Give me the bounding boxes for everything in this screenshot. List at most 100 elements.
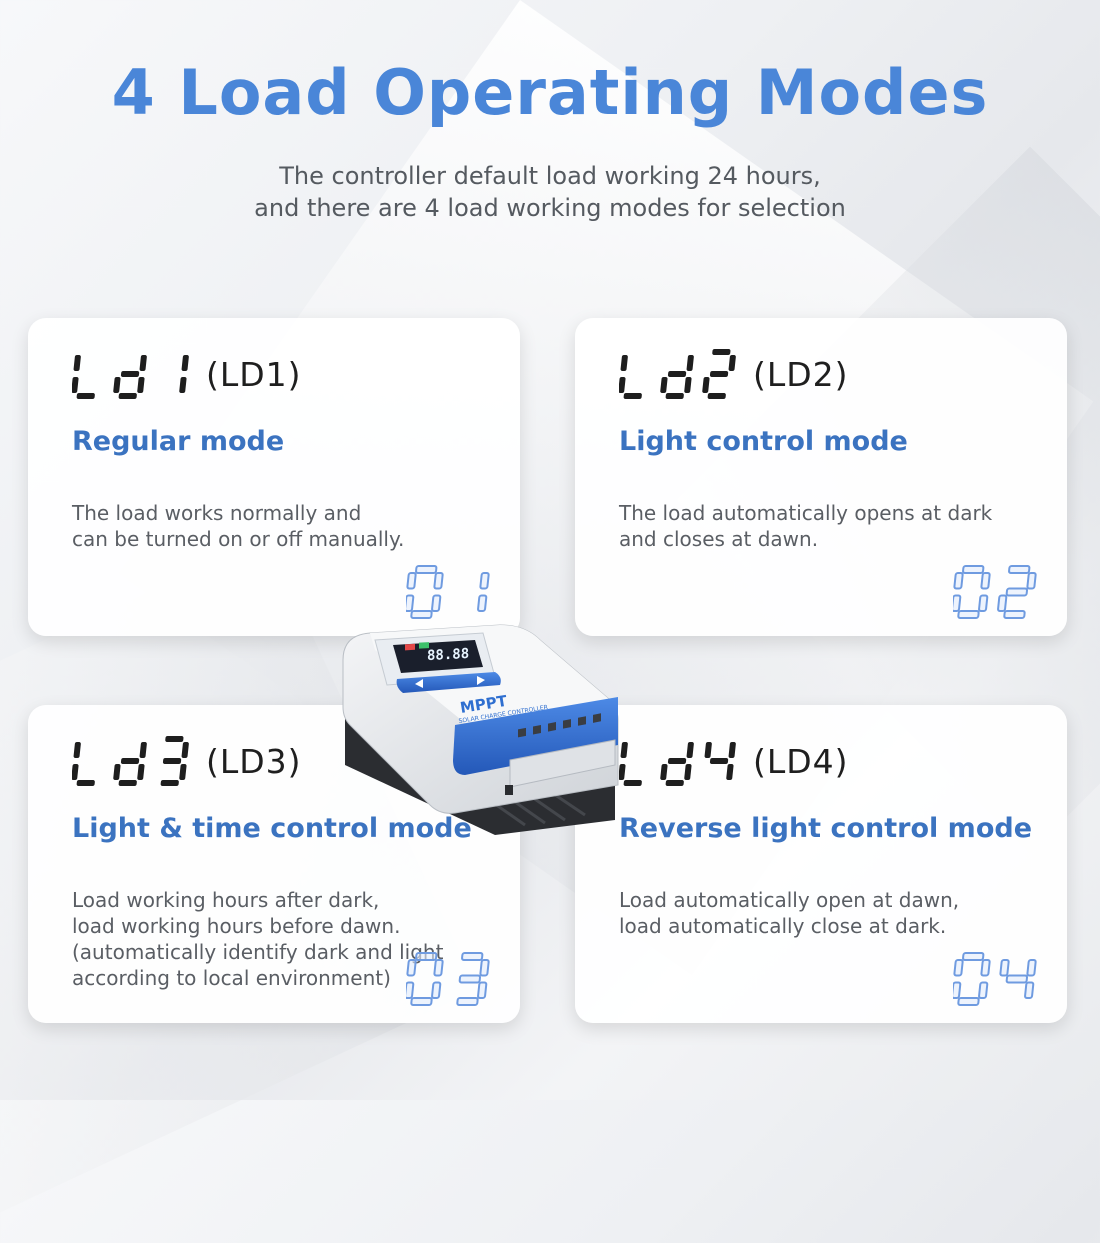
mode-code-row: (LD3) bbox=[72, 733, 302, 789]
segment-bar bbox=[118, 393, 137, 399]
segment-bar bbox=[620, 742, 628, 758]
subtitle-line: The controller default load working 24 h… bbox=[279, 162, 821, 190]
number-segment bbox=[431, 981, 442, 999]
number-segment bbox=[957, 997, 980, 1006]
description-line: according to local environment) bbox=[72, 966, 391, 990]
segment-bar bbox=[702, 377, 710, 393]
segment-bar bbox=[728, 355, 736, 371]
segment-bar bbox=[120, 371, 140, 377]
page-subtitle: The controller default load working 24 h… bbox=[0, 160, 1100, 224]
segment-bar bbox=[707, 393, 726, 399]
subtitle-line: and there are 4 load working modes for s… bbox=[254, 194, 846, 222]
description-line: Load working hours after dark, bbox=[72, 888, 380, 912]
mode-description: Load working hours after dark, load work… bbox=[72, 887, 492, 991]
segment-bar bbox=[619, 764, 626, 780]
segment-bar bbox=[76, 780, 95, 786]
segment-bar bbox=[684, 377, 692, 393]
number-segment bbox=[1026, 959, 1037, 977]
mode-code-label: (LD2) bbox=[753, 354, 849, 394]
number-segment bbox=[980, 572, 991, 590]
description-line: The load works normally and bbox=[72, 501, 362, 525]
description-line: and closes at dawn. bbox=[619, 527, 819, 551]
number-segment bbox=[410, 610, 433, 619]
segment-bar bbox=[709, 758, 729, 764]
number-segment bbox=[415, 565, 438, 574]
segment-bar bbox=[726, 764, 734, 780]
number-segment bbox=[406, 959, 417, 977]
solar-charge-controller-icon: 88.88 MPPT SOLAR CHARGE CONTROLLER bbox=[342, 624, 619, 835]
mode-description: The load automatically opens at dark and… bbox=[619, 500, 1039, 552]
mode-code-row: (LD1) bbox=[72, 346, 302, 402]
mode-number-icon bbox=[953, 952, 1037, 1006]
number-segment bbox=[406, 981, 415, 999]
segment-bar bbox=[139, 742, 147, 758]
number-segment bbox=[456, 997, 479, 1006]
description-line: can be turned on or off manually. bbox=[72, 527, 405, 551]
mode-code-label: (LD4) bbox=[753, 741, 849, 781]
segment-bar bbox=[665, 393, 684, 399]
number-segment bbox=[953, 981, 962, 999]
segment-bar bbox=[76, 393, 95, 399]
mode-number-icon bbox=[953, 565, 1037, 619]
segment-bar bbox=[113, 764, 121, 780]
segment-bar bbox=[684, 764, 692, 780]
number-segment bbox=[978, 594, 989, 612]
segment-bar bbox=[165, 736, 184, 742]
segment-bar bbox=[73, 742, 81, 758]
number-segment bbox=[1026, 572, 1037, 590]
number-segment bbox=[410, 997, 433, 1006]
mode-title: Light & time control mode bbox=[72, 813, 472, 844]
segment-bar bbox=[73, 355, 81, 371]
page-title: 4 Load Operating Modes bbox=[111, 56, 989, 129]
number-segment bbox=[953, 959, 964, 977]
mode-code-label: (LD1) bbox=[206, 354, 302, 394]
mode-title: Reverse light control mode bbox=[619, 813, 1033, 844]
segment-bar bbox=[665, 780, 684, 786]
number-segment bbox=[477, 594, 488, 612]
description-line: The load automatically opens at dark bbox=[619, 501, 993, 525]
segment-bar bbox=[660, 764, 668, 780]
segment-bar bbox=[623, 393, 642, 399]
description-line: (automatically identify dark and light bbox=[72, 940, 444, 964]
number-segment bbox=[999, 959, 1010, 977]
mode-code-row: (LD2) bbox=[619, 346, 849, 402]
number-segment bbox=[1003, 610, 1026, 619]
device-screen-readout: 88.88 bbox=[427, 646, 469, 664]
segment-bar bbox=[160, 780, 179, 786]
segment-bar bbox=[181, 355, 189, 371]
segment-display-icon bbox=[72, 736, 189, 786]
segment-bar bbox=[667, 371, 687, 377]
number-segment bbox=[1024, 981, 1035, 999]
number-segment bbox=[957, 610, 980, 619]
segment-bar bbox=[179, 764, 187, 780]
segment-bar bbox=[137, 764, 145, 780]
number-segment bbox=[415, 952, 438, 961]
number-segment bbox=[461, 952, 484, 961]
segment-display-icon bbox=[619, 349, 736, 399]
number-segment bbox=[997, 594, 1008, 612]
number-segment bbox=[978, 981, 989, 999]
number-segment bbox=[953, 594, 962, 612]
number-segment bbox=[479, 572, 490, 590]
segment-display-icon bbox=[72, 355, 189, 399]
mode-code-row: (LD4) bbox=[619, 733, 849, 789]
number-segment bbox=[406, 594, 415, 612]
number-segment bbox=[433, 572, 444, 590]
mode-number-icon bbox=[406, 565, 490, 619]
segment-bar bbox=[686, 742, 694, 758]
number-segment bbox=[431, 594, 442, 612]
number-segment bbox=[980, 959, 991, 977]
number-segment bbox=[458, 974, 482, 984]
segment-bar bbox=[619, 377, 626, 393]
segment-bar bbox=[137, 377, 145, 393]
mode-description: The load works normally and can be turne… bbox=[72, 500, 492, 552]
mode-title: Light control mode bbox=[619, 426, 908, 457]
mode-code-label: (LD3) bbox=[206, 741, 302, 781]
number-segment bbox=[1005, 974, 1029, 984]
segment-bar bbox=[120, 758, 140, 764]
mode-description: Load automatically open at dawn, load au… bbox=[619, 887, 1039, 939]
number-segment bbox=[953, 572, 964, 590]
number-segment bbox=[477, 981, 488, 999]
segment-bar bbox=[623, 780, 642, 786]
description-line: load working hours before dawn. bbox=[72, 914, 401, 938]
